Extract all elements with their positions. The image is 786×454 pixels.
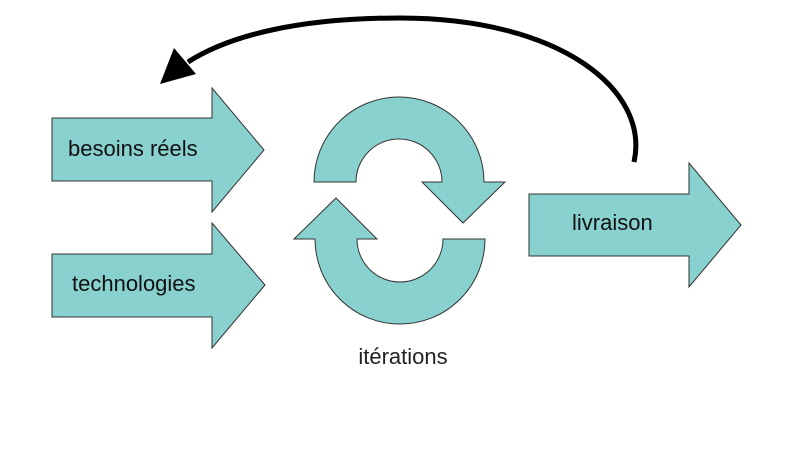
needs-arrow-shape <box>51 86 265 214</box>
feedback-arrow-head <box>160 48 196 84</box>
iterations-caption: itérations <box>358 344 447 369</box>
tech-label: technologies <box>72 271 196 296</box>
delivery-arrow: livraison <box>528 161 742 289</box>
feedback-arrow <box>160 15 639 163</box>
needs-arrow: besoins réels <box>51 86 265 214</box>
delivery-arrow-shape <box>528 161 742 289</box>
delivery-label: livraison <box>572 210 653 235</box>
iteration-cycle: itérations <box>292 96 507 369</box>
needs-label: besoins réels <box>68 136 198 161</box>
tech-arrow: technologies <box>51 221 266 350</box>
cycle-arrow-top <box>313 96 507 224</box>
feedback-arrow-curve <box>186 15 639 163</box>
tech-arrow-shape <box>51 221 266 350</box>
cycle-arrow-bottom <box>292 197 486 325</box>
